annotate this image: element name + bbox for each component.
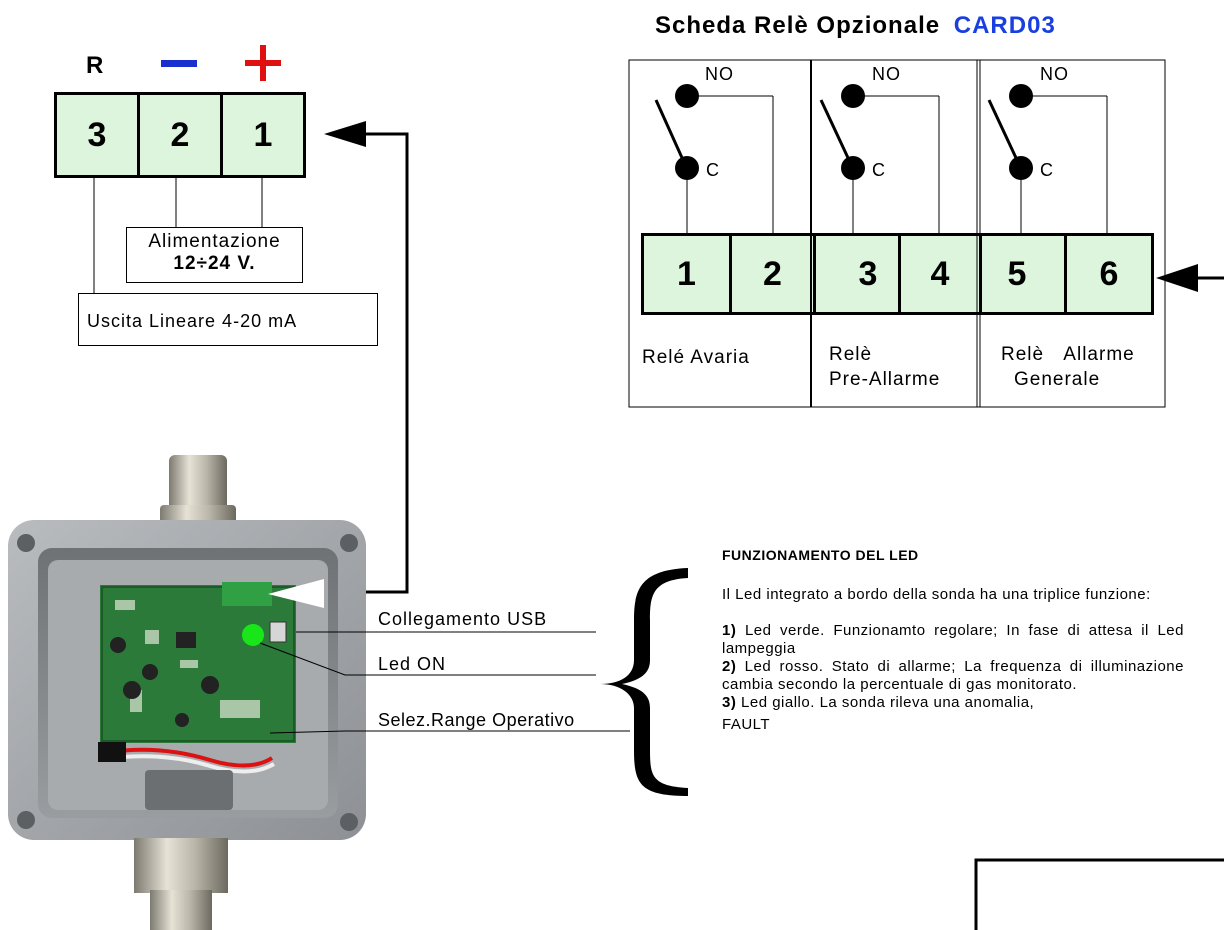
supply-label-line2: 12÷24 V. — [173, 253, 256, 274]
label-r: R — [86, 52, 104, 79]
led-info-item3-tail: FAULT — [722, 716, 771, 733]
relay-card-title: Scheda Relè Opzionale CARD03 — [655, 12, 1056, 40]
connector-arrow-icon — [268, 579, 324, 608]
relay-terminal-6: 6 — [1064, 233, 1154, 315]
relay1-c-dot — [675, 156, 699, 180]
relay-terminal-1: 1 — [641, 233, 732, 315]
led-info-item3: 3) Led giallo. La sonda rileva una anoma… — [722, 694, 1184, 712]
relay3-no-dot — [1009, 84, 1033, 108]
led-info-item1-num: 1) — [722, 622, 737, 639]
c-label-1: C — [706, 160, 720, 180]
relay-card-code: CARD03 — [953, 12, 1056, 39]
relay1-label: Relé Avaria — [642, 347, 750, 368]
terminal-1: 1 — [220, 92, 306, 178]
c-label-2: C — [872, 160, 886, 180]
supply-label-box: Alimentazione 12÷24 V. — [126, 227, 303, 283]
led-info-intro: Il Led integrato a bordo della sonda ha … — [722, 586, 1151, 603]
power-wires — [93, 178, 263, 293]
relay2-label-line2: Pre-Allarme — [829, 369, 941, 390]
relay-card-title-prefix: Scheda Relè Opzionale — [655, 12, 941, 39]
relay2-no-dot — [841, 84, 865, 108]
led-info-panel: FUNZIONAMENTO DEL LED Il Led integrato a… — [722, 546, 1184, 734]
led-info-item1-text: Led verde. Funzionamto regolare; In fase… — [722, 622, 1184, 657]
led-info-item2-text: Led rosso. Stato di allarme; La frequenz… — [722, 658, 1184, 693]
output-label: Uscita Lineare 4-20 mA — [87, 311, 298, 331]
relay3-c-dot — [1009, 156, 1033, 180]
callout-lines — [259, 631, 630, 734]
relay-card-frame — [628, 59, 1166, 408]
relay3-label-line1: Relè Allarme — [1001, 344, 1135, 365]
bottom-right-frame — [974, 858, 1224, 930]
led-info-item3-num: 3) — [722, 694, 737, 711]
c-label-3: C — [1040, 160, 1054, 180]
no-label-3: NO — [1040, 64, 1069, 84]
relay2-c-dot — [841, 156, 865, 180]
no-label-2: NO — [872, 64, 901, 84]
arrow-head-icon — [324, 121, 366, 147]
no-label-1: NO — [705, 64, 734, 84]
led-info-item2-num: 2) — [722, 658, 737, 675]
relay-terminal-2: 2 — [729, 233, 816, 315]
minus-sign-icon — [161, 60, 197, 67]
relay-terminal-3: 3 — [813, 233, 901, 315]
relay-terminal-4: 4 — [898, 233, 982, 315]
supply-label-line1: Alimentazione — [148, 231, 281, 252]
terminal-2: 2 — [137, 92, 223, 178]
range-callout: Selez.Range Operativo — [378, 710, 575, 730]
led-info-item3-text: Led giallo. La sonda rileva una anomalia… — [741, 694, 1035, 711]
relay3-label-line2: Generale — [1014, 369, 1101, 390]
usb-callout: Collegamento USB — [378, 609, 548, 629]
relay-arrow-head-icon — [1156, 264, 1198, 292]
led-on-callout: Led ON — [378, 654, 447, 674]
led-indicator-icon — [242, 624, 264, 646]
led-info-title: FUNZIONAMENTO DEL LED — [722, 547, 919, 563]
plus-sign-icon — [245, 45, 281, 81]
relay2-label-line1: Relè — [829, 344, 873, 365]
relay-contacts — [654, 95, 1108, 233]
relay-contact-dots — [675, 84, 1033, 180]
relay1-no-dot — [675, 84, 699, 108]
sensor-enclosure — [8, 455, 366, 930]
relay-arrow — [1156, 264, 1224, 292]
output-label-box: Uscita Lineare 4-20 mA — [78, 293, 378, 346]
curly-brace-icon — [600, 568, 688, 796]
led-info-item1: 1) Led verde. Funzionamto regolare; In f… — [722, 622, 1184, 658]
led-info-item2: 2) Led rosso. Stato di allarme; La frequ… — [722, 658, 1184, 694]
relay-terminal-5: 5 — [979, 233, 1067, 315]
